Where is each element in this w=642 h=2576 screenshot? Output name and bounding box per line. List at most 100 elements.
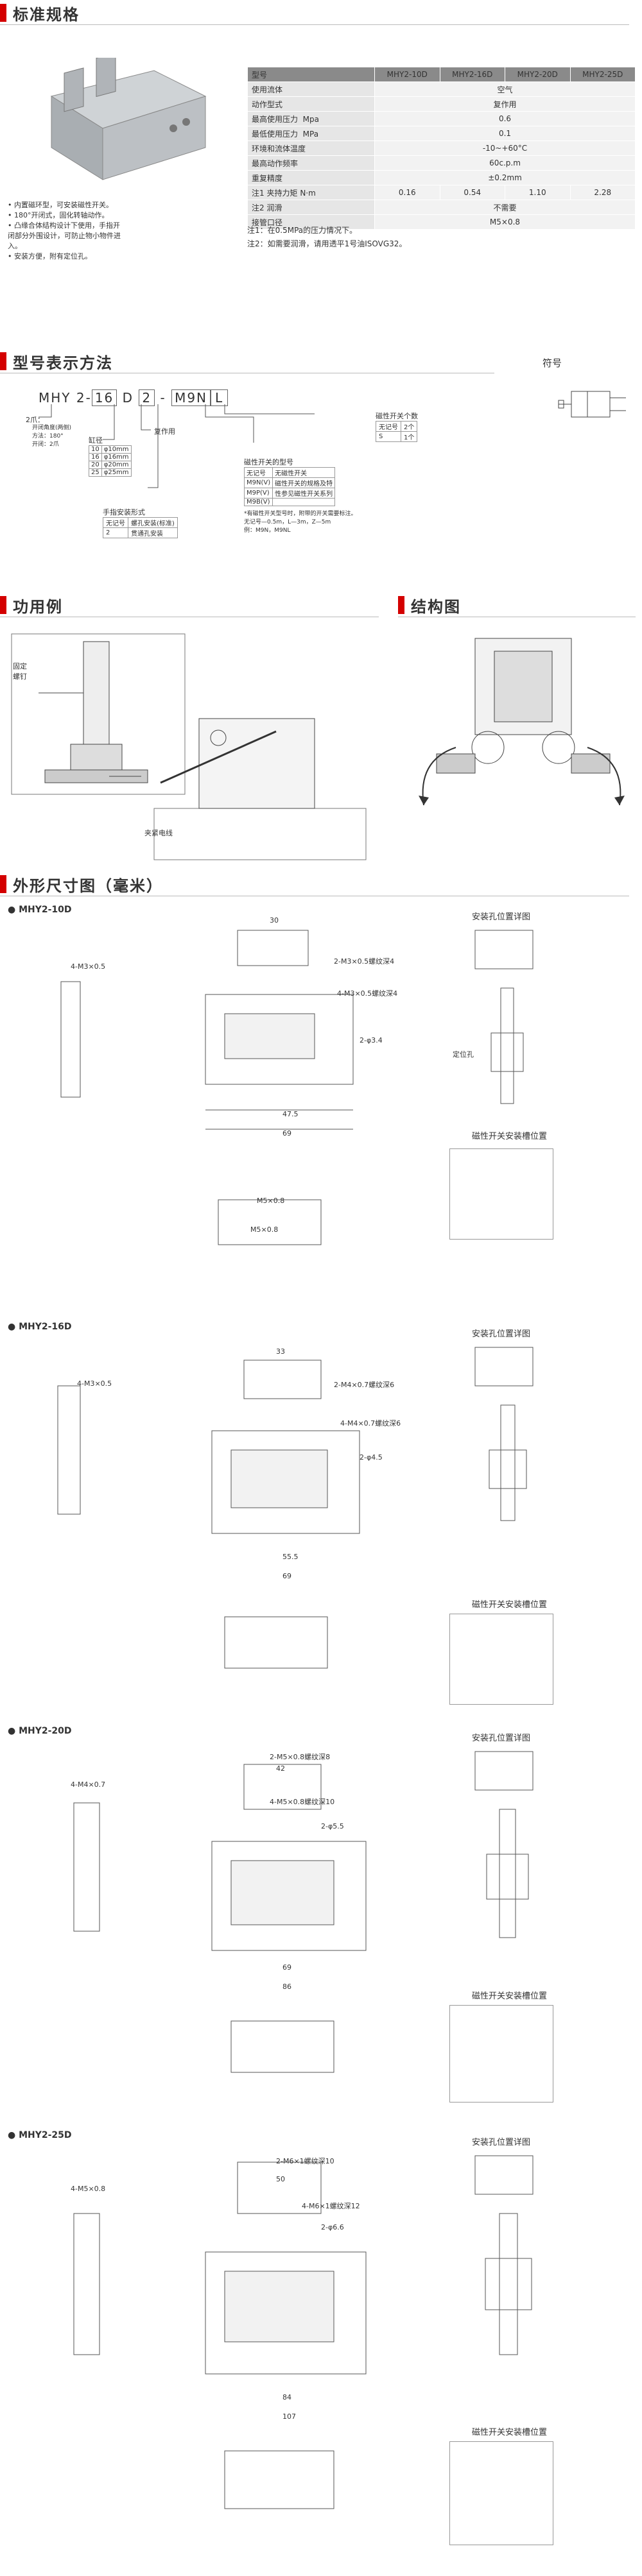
spec-label: 注2 润滑 xyxy=(247,200,375,215)
spec-label: 环境和流体温度 xyxy=(247,141,375,156)
install-detail-title: 安装孔位置详图 xyxy=(472,1734,531,1743)
spec-value: 0.1 xyxy=(374,126,636,141)
spec-label: 注1 夹持力矩 N·m xyxy=(247,185,375,200)
dim-label: 2-M4×0.7螺纹深6 xyxy=(334,1381,395,1389)
section-marker xyxy=(0,875,6,893)
spec-value: 0.6 xyxy=(374,111,636,126)
section-title: 外形尺寸图（毫米） xyxy=(13,876,163,895)
feature-item: • 内置磁环型，可安装磁性开关。 xyxy=(8,201,113,209)
pneumatic-symbol xyxy=(558,391,626,418)
dim-label: M5×0.8 xyxy=(250,1225,279,1234)
section-header-dimensions: 外形尺寸图（毫米） xyxy=(0,873,629,896)
code-part: D xyxy=(122,390,134,405)
dim-label: 4-M3×0.5 xyxy=(71,962,106,971)
finger-type-title: 手指安装形式 xyxy=(103,508,145,516)
install-detail-16d xyxy=(474,1347,534,1521)
finger-note: 方法：180° xyxy=(32,433,64,439)
switch-slot-panel xyxy=(449,1148,553,1240)
code-part: MHY xyxy=(39,390,71,405)
switch-slot-title: 磁性开关安装槽位置 xyxy=(472,2428,548,2437)
symbol-title: 符号 xyxy=(542,357,562,369)
model-leaders xyxy=(39,404,315,488)
dim-label: 2-M3×0.5螺纹深4 xyxy=(334,957,395,966)
dim-number: 69 xyxy=(282,1572,291,1580)
dim-number: 86 xyxy=(282,1983,291,1991)
spec-value: 60c.p.m xyxy=(374,155,636,171)
section-title: 标准规格 xyxy=(13,5,80,24)
dim-model-title: ● MHY2-25D xyxy=(8,2130,72,2140)
dim-label: 4-M4×0.7螺纹深6 xyxy=(340,1419,401,1428)
usage-diagram xyxy=(11,633,367,860)
switch-slot-title: 磁性开关安装槽位置 xyxy=(472,1132,548,1141)
finger-note: 开闭：2爪 xyxy=(32,441,59,448)
dim-number: 50 xyxy=(276,2175,285,2183)
section-title: 型号表示方法 xyxy=(13,354,113,372)
dim-label: 4-M5×0.8螺纹深10 xyxy=(270,1798,335,1806)
switch-note: 例：M9N，M9NL xyxy=(244,527,291,534)
spec-row: 动作型式复作用 xyxy=(247,96,636,112)
dim-label: M5×0.8 xyxy=(257,1197,285,1205)
dim-model-title: ● MHY2-10D xyxy=(8,905,72,915)
install-detail-25d xyxy=(474,2155,534,2355)
dim-number: 55.5 xyxy=(282,1553,299,1561)
usage-label-lever: 固定 螺钉 xyxy=(13,662,27,681)
dim-label: 2-φ4.5 xyxy=(360,1453,383,1462)
code-part: L xyxy=(211,389,229,406)
code-part: 2 xyxy=(139,389,155,406)
spec-value: -10~+60°C xyxy=(374,141,636,156)
spec-value: 复作用 xyxy=(374,96,636,112)
finger-note: 开闭角度(两侧) xyxy=(32,425,72,431)
install-detail-title: 安装孔位置详图 xyxy=(472,2138,531,2147)
section-header-spec: 标准规格 xyxy=(0,1,629,25)
dim-label: 2-M6×1螺纹深10 xyxy=(276,2157,334,2165)
feature-item: • 凸缘合体结构设计下使用，手指开闭部分外围设计，可防止物小物件进入。 xyxy=(8,221,121,250)
dim-label: 2-M5×0.8螺纹深8 xyxy=(270,1753,331,1761)
spec-label: 最高使用压力 Mpa xyxy=(247,111,375,126)
switch-type-table: 无记号无磁性开关 M9N(V)磁性开关的规格及特 M9P(V)性参见磁性开关系列… xyxy=(243,467,336,506)
action-label: 复作用 xyxy=(154,427,175,436)
dim-label: 2-φ5.5 xyxy=(321,1822,344,1830)
finger-label: 2爪： xyxy=(26,416,44,424)
spec-label: 动作型式 xyxy=(247,96,375,112)
spec-header-cell: 型号 xyxy=(247,67,375,82)
dim-label: 4-M6×1螺纹深12 xyxy=(302,2202,360,2210)
dim-label: 2-φ3.4 xyxy=(360,1036,383,1045)
dim-label: 4-M3×0.5螺纹深4 xyxy=(337,989,398,998)
install-detail-10d xyxy=(474,930,534,1104)
spec-row: 注2 润滑不需要 xyxy=(247,200,636,215)
switch-slot-title: 磁性开关安装槽位置 xyxy=(472,1992,548,2001)
dim-drawing-10d xyxy=(60,930,354,1245)
spec-header-cell: MHY2-25D xyxy=(569,67,636,82)
dim-number: 69 xyxy=(282,1129,291,1138)
spec-note: 注2：如需要润滑，请用透平1号油ISOVG32。 xyxy=(247,239,407,248)
spec-note: 注1：在0.5MPa的压力情况下。 xyxy=(247,226,358,235)
dim-label: 定位孔 xyxy=(453,1050,474,1059)
dim-number: 42 xyxy=(276,1764,285,1773)
spec-header-row: 型号 MHY2-10D MHY2-16D MHY2-20D MHY2-25D xyxy=(247,67,636,82)
code-part: 16 xyxy=(91,389,117,406)
spec-header-cell: MHY2-10D xyxy=(374,67,440,82)
bore-title: 缸径 xyxy=(89,436,103,445)
dim-model-title: ● MHY2-16D xyxy=(8,1322,72,1332)
dim-model-title: ● MHY2-20D xyxy=(8,1726,72,1736)
spec-label: 最高动作频率 xyxy=(247,155,375,171)
dim-number: 84 xyxy=(282,2393,291,2401)
spec-value: M5×0.8 xyxy=(374,214,636,230)
section-marker xyxy=(398,596,404,614)
dim-block: ● MHY2-25D 4-M5×0.8 2-M6×1螺纹深10 4-M6×1螺纹… xyxy=(0,2130,642,2566)
section-header-structure: 结构图 xyxy=(398,593,636,617)
section-header-usage: 功用例 xyxy=(0,593,379,617)
code-part: M9N xyxy=(171,389,211,406)
spec-value: 2.28 xyxy=(569,185,636,200)
dim-block: ● MHY2-10D 4-M3×0.5 2-M3×0.5螺纹深4 4-M3×0.… xyxy=(0,905,642,1315)
spec-value: 1.10 xyxy=(505,185,571,200)
spec-label: 重复精度 xyxy=(247,170,375,185)
spec-row: 注1 夹持力矩 N·m 0.16 0.54 1.10 2.28 xyxy=(247,185,636,200)
dim-drawing-20d xyxy=(73,1764,367,2073)
